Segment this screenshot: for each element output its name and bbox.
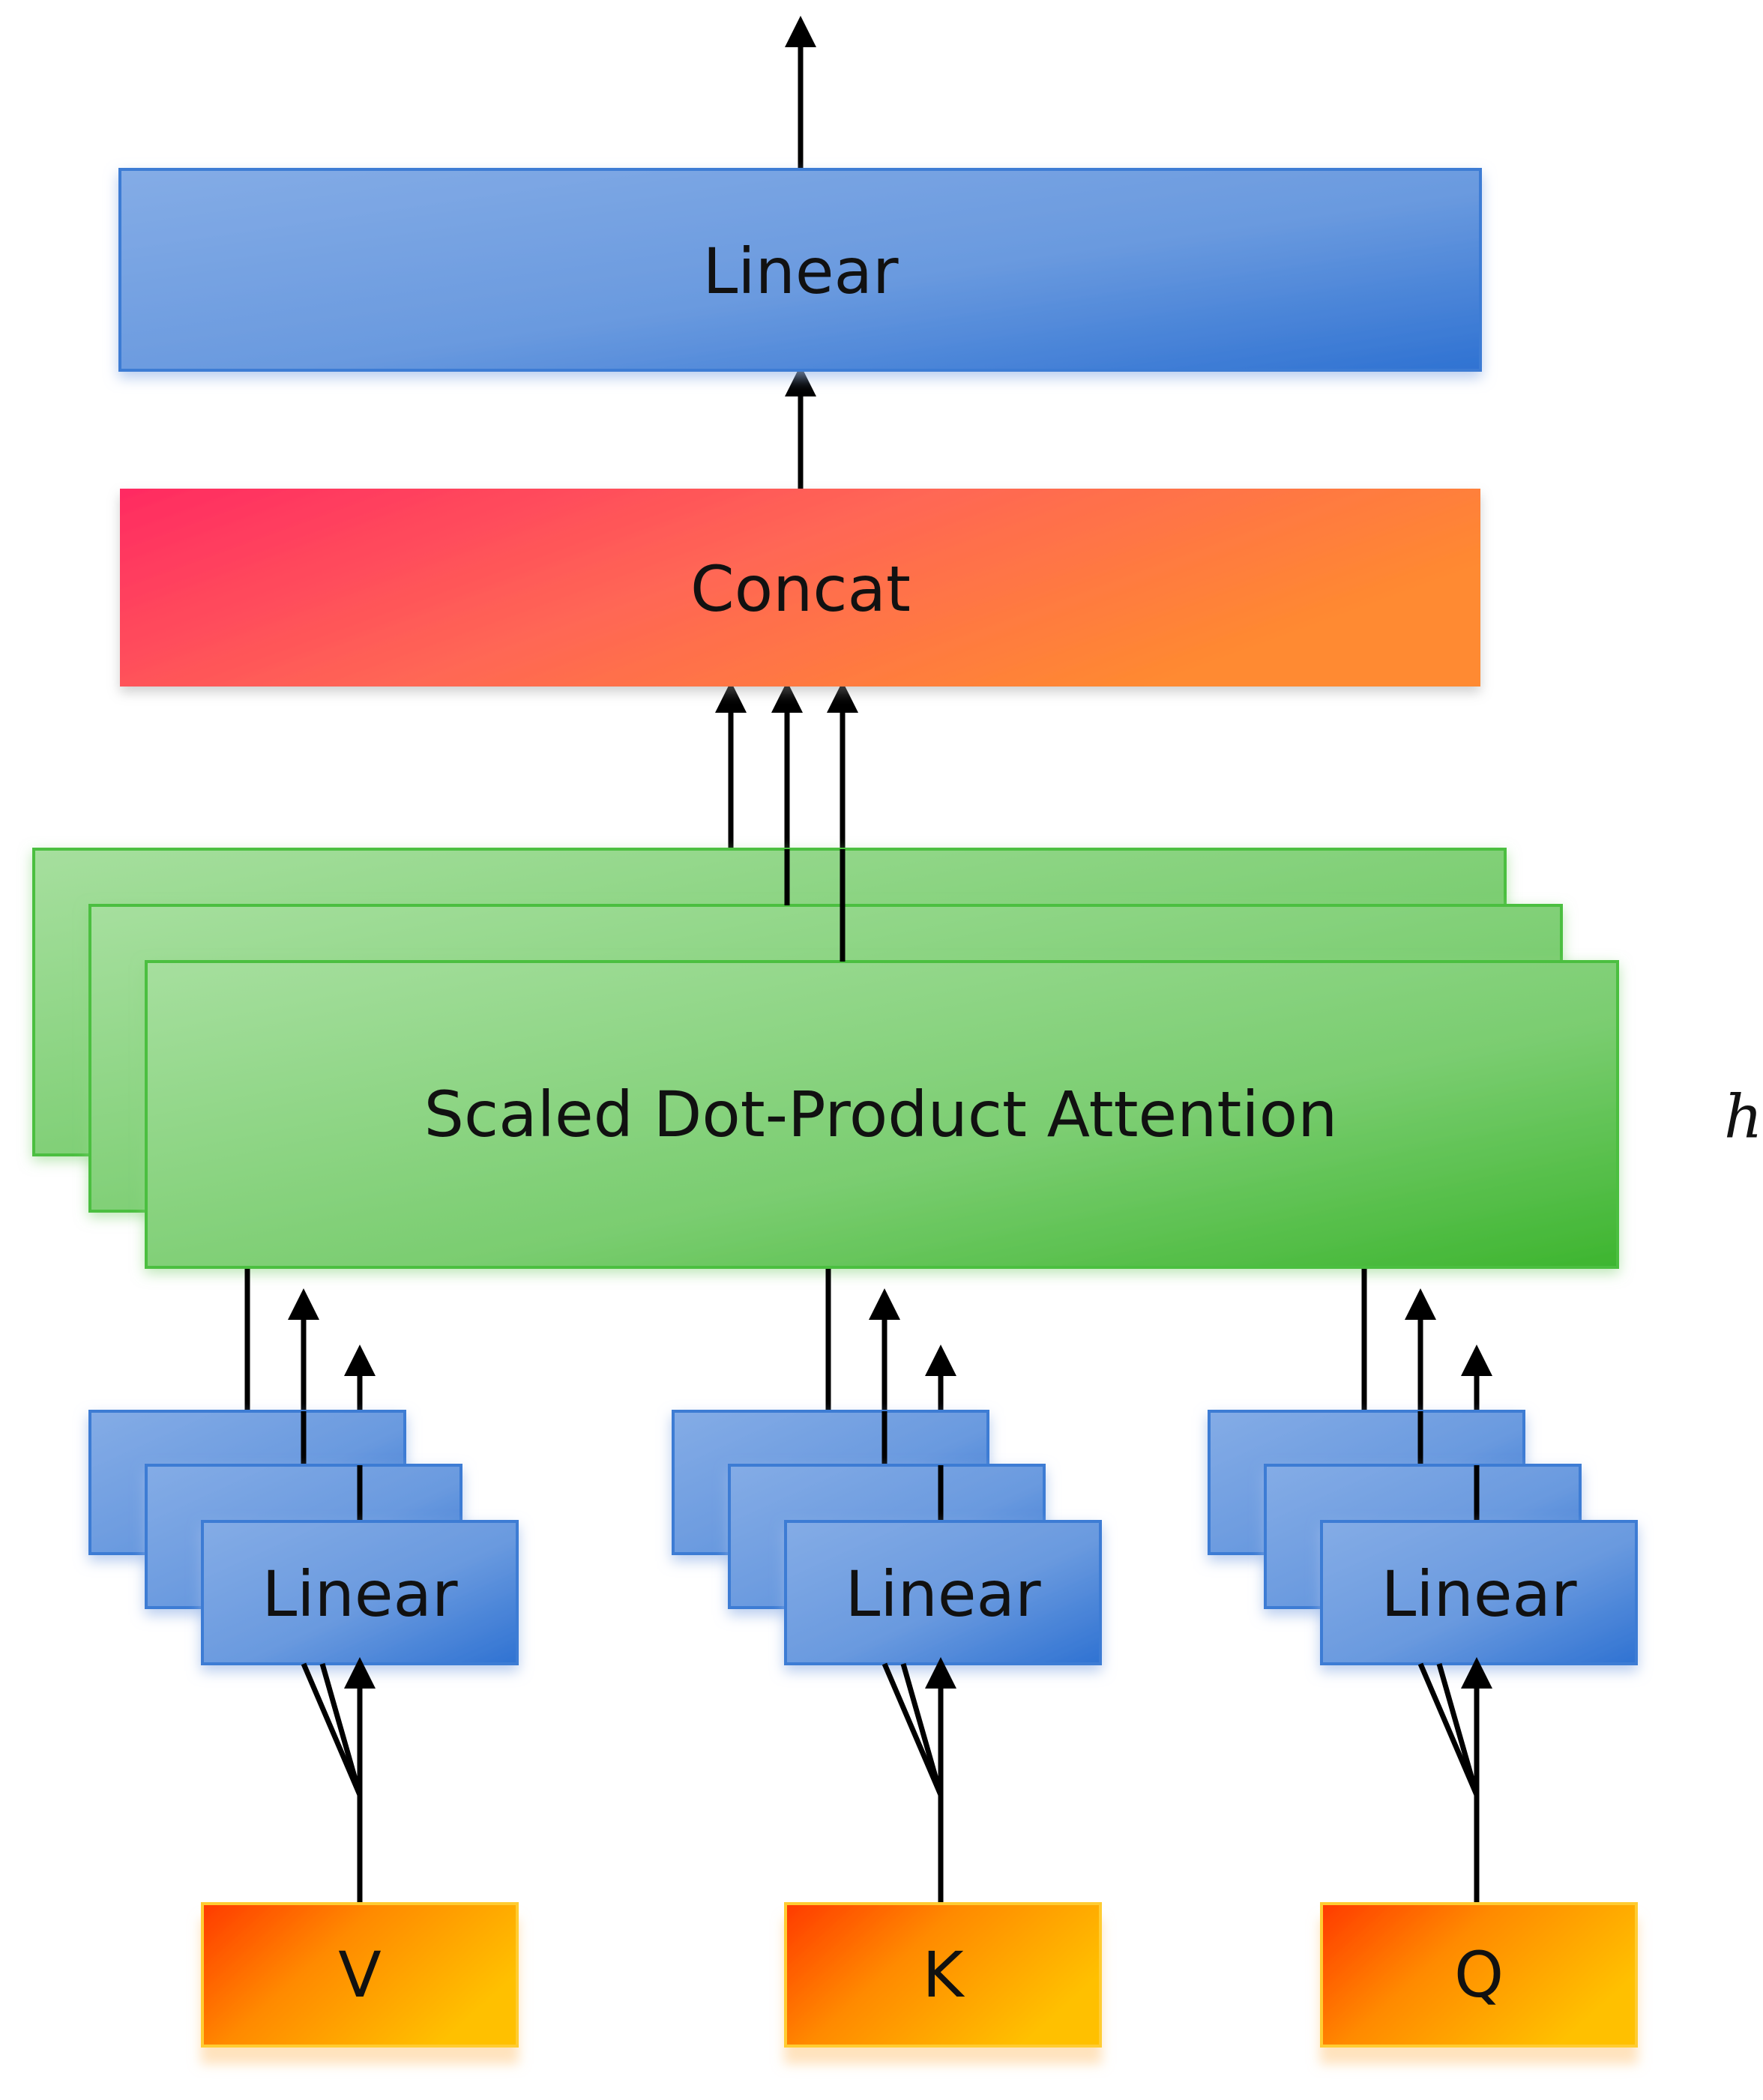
linear-v-label: Linear: [262, 1557, 458, 1631]
linear-v-front: [201, 1520, 519, 1665]
output-linear-label: Linear: [702, 235, 899, 308]
output-linear-box: Linear: [118, 168, 1482, 372]
projection-column-k: Linear K: [672, 1269, 1102, 2048]
linear-k-label: Linear: [845, 1557, 1041, 1631]
heads-count-label: h: [1724, 1082, 1763, 1152]
input-k-box: [784, 1902, 1102, 2048]
input-v-box: [201, 1902, 519, 2048]
concat-box: Concat: [120, 489, 1480, 687]
linear-q-front: [1320, 1520, 1638, 1665]
attention-head-front: [145, 960, 1619, 1269]
concat-label: Concat: [690, 552, 911, 626]
projection-column-q: Linear Q: [1208, 1269, 1638, 2048]
input-q-box: [1320, 1902, 1638, 2048]
attention-stack: Scaled Dot-Product Attention: [32, 848, 1619, 1269]
linear-k-front: [784, 1520, 1102, 1665]
input-k-label: K: [922, 1938, 965, 2012]
input-q-label: Q: [1454, 1938, 1504, 2012]
linear-q-label: Linear: [1381, 1557, 1577, 1631]
projection-column-v: Linear V: [88, 1269, 519, 2048]
attention-label: Scaled Dot-Product Attention: [424, 1078, 1338, 1151]
input-v-label: V: [338, 1938, 381, 2012]
